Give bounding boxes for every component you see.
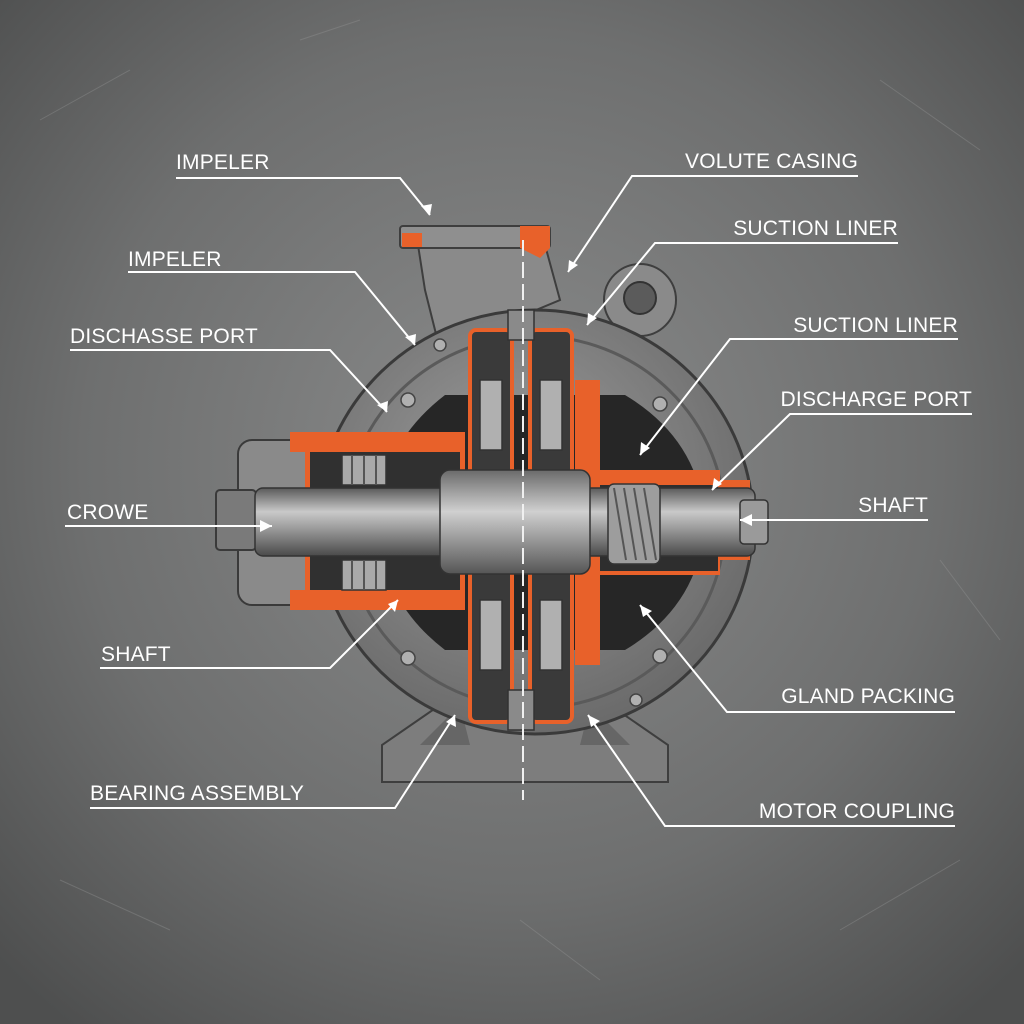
label-discharge-port: DISCHARGE PORT [781, 388, 972, 411]
label-shaft-right: SHAFT [858, 494, 928, 517]
shaft-end [739, 499, 769, 545]
label-bearing-assembly: BEARING ASSEMBLY [90, 782, 304, 805]
label-impeler-second: IMPELER [128, 248, 222, 271]
bearing-lower [341, 559, 387, 591]
label-suction-liner-second: SUCTION LINER [793, 314, 958, 337]
label-volute-casing: VOLUTE CASING [685, 150, 858, 173]
leader-bearing-assembly [90, 714, 456, 809]
bearing-upper [341, 454, 387, 486]
label-motor-coupling: MOTOR COUPLING [759, 800, 955, 823]
shaft-end-cap [215, 489, 257, 551]
background-scratches [39, 19, 1001, 981]
leader-dischasse-port [70, 349, 388, 413]
leader-discharge-port [711, 413, 972, 491]
leader-impeler-second [128, 271, 416, 346]
label-crowe: CROWE [67, 501, 149, 524]
flange-accent-left [402, 233, 422, 247]
label-texts: IMPELER IMPELER DISCHASSE PORT CROWE SHA… [67, 150, 972, 823]
label-impeler-top: IMPELER [176, 151, 270, 174]
impeller-hub [439, 469, 591, 575]
pump-body [215, 225, 769, 800]
casing-bolts [400, 338, 668, 707]
leader-motor-coupling [587, 714, 955, 827]
label-dischasse-port: DISCHASSE PORT [70, 325, 258, 348]
callouts [65, 175, 972, 827]
label-gland-packing: GLAND PACKING [781, 685, 955, 708]
label-shaft-left: SHAFT [101, 643, 171, 666]
label-suction-liner-top: SUCTION LINER [733, 217, 898, 240]
flange-accent [520, 226, 550, 258]
lug-hole [623, 281, 657, 315]
leader-impeler-top [176, 177, 431, 216]
leader-suction-liner-top [586, 242, 898, 326]
leader-volute-casing [567, 175, 858, 273]
leader-shaft-left [100, 599, 399, 669]
shaft-gear [607, 483, 661, 565]
leader-gland-packing [639, 604, 955, 713]
leader-suction-liner-second [639, 338, 958, 456]
